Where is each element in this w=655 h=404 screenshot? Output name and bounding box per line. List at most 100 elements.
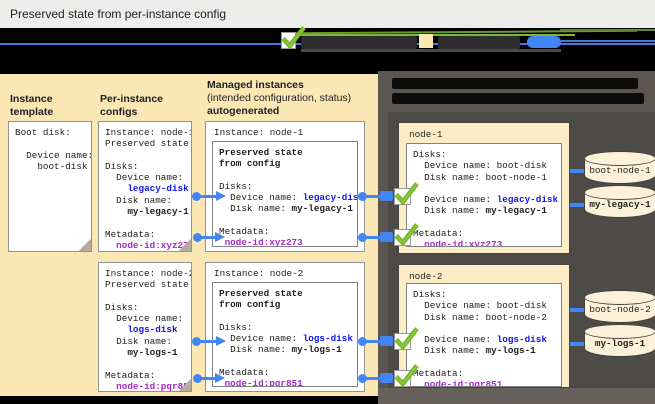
code-line — [413, 183, 561, 194]
arrowhead-icon — [216, 191, 226, 201]
disk-connector-line — [570, 169, 586, 173]
code-line: from config — [219, 299, 281, 311]
code-line — [413, 323, 561, 334]
column-header-label: autogenerated — [207, 105, 280, 117]
connector-line — [197, 377, 217, 380]
code-line: Disks: — [105, 160, 139, 172]
code-line: Metadata: — [105, 228, 156, 240]
code-line: Preserved state — [219, 288, 303, 299]
arrowhead-icon — [215, 232, 225, 242]
code-line: Metadata: — [413, 368, 464, 380]
code-line: node-id:xyz273 — [224, 237, 303, 247]
code-line — [105, 150, 191, 161]
code-line: Instance: node-1 — [105, 127, 192, 138]
checkmark-icon — [394, 182, 419, 206]
box-title: Instance: node-2 — [214, 268, 304, 279]
vm-panel-header-smear — [392, 93, 644, 104]
column-header-label: Per-instance configs — [100, 93, 164, 118]
legend-text-smear — [301, 36, 417, 49]
code-line: node-id:pqr851 — [224, 378, 303, 387]
code-line: Disk name: boot-node-1 — [413, 171, 547, 183]
column-header-managed-instances: Managed instances (intended configuratio… — [207, 79, 379, 118]
legend-text-smear — [438, 36, 520, 49]
code-line: my-logs-1 — [127, 347, 178, 359]
bottom-bar — [0, 396, 378, 404]
arrowhead-icon — [216, 336, 226, 346]
disk-connector-line — [570, 203, 586, 207]
checkmark-icon — [394, 327, 419, 351]
legend-band — [0, 26, 655, 74]
box-title: Instance: node-1 — [214, 127, 304, 138]
code-line: Disks: — [219, 321, 253, 333]
code-line: Preserved state — [105, 279, 189, 291]
legend-green-line — [292, 34, 575, 36]
code-line — [105, 358, 191, 369]
disk-label: my-legacy-1 — [589, 199, 651, 210]
code-line: Device name: — [105, 313, 184, 325]
connector-line — [196, 340, 218, 343]
code-line: Disks: — [413, 289, 447, 300]
disk-label: boot-node-1 — [589, 165, 651, 176]
vm-node2-box: node-2 Disks: Device name: boot-disk Dis… — [398, 264, 570, 388]
code-line: Disk name: boot-node-2 — [413, 311, 547, 323]
checkmark-icon — [394, 364, 419, 388]
code-line: Disks: — [219, 180, 253, 192]
connector-node — [380, 336, 393, 346]
box-title: node-1 — [409, 129, 443, 140]
code-line: Disk name: — [105, 335, 172, 347]
disk-cylinder-boot-node-2: boot-node-2 — [584, 290, 655, 323]
connector-line — [362, 377, 381, 380]
code-line: Device name: logs-disk — [413, 334, 547, 346]
code-line: Device name: — [105, 172, 184, 184]
code-line: Device name: logs-disk — [219, 333, 353, 345]
code-line — [219, 356, 357, 367]
code-line: Disk name: — [105, 194, 172, 206]
vm-node1-details: Disks: Device name: boot-disk Disk name:… — [406, 143, 562, 247]
code-line — [105, 217, 191, 228]
blue-arrow-icon — [527, 36, 561, 48]
code-line: Disk name: my-logs-1 — [413, 345, 536, 357]
code-line: Metadata: — [219, 226, 270, 238]
legend-green-line — [560, 29, 655, 31]
code-line — [219, 311, 357, 322]
checkmark-icon — [394, 223, 419, 247]
vm-panel-bottom-strip — [378, 388, 655, 404]
code-line — [105, 291, 191, 302]
legend-blue-line — [558, 40, 655, 42]
vm-node2-details: Disks: Device name: boot-disk Disk name:… — [406, 283, 562, 387]
title-bar: Preserved state from per-instance config — [0, 0, 655, 28]
connector-line — [362, 195, 381, 198]
code-line — [15, 138, 91, 149]
disk-connector-line — [570, 308, 586, 312]
code-line: Device name: legacy-disk — [413, 194, 559, 206]
code-line: Metadata: — [413, 228, 464, 240]
connector-node — [380, 373, 393, 383]
code-line: legacy-disk — [127, 183, 189, 195]
code-line: Preserved state — [105, 138, 189, 150]
disk-cylinder-boot-node-1: boot-node-1 — [584, 151, 655, 184]
disk-connector-line — [570, 342, 586, 346]
column-header-label: Managed instances — [207, 79, 304, 91]
legend-gray-line — [301, 49, 561, 52]
code-line: my-legacy-1 — [127, 206, 189, 218]
preserved-state-swatch — [419, 34, 433, 48]
disk-cylinder-my-logs-1: my-logs-1 — [584, 324, 655, 357]
code-line: Disks: — [413, 149, 447, 160]
code-line: node-id:xyz273 — [116, 239, 192, 251]
disk-cylinder-my-legacy-1: my-legacy-1 — [584, 185, 655, 218]
code-line: Device name: legacy-disk — [219, 192, 358, 204]
instance-template-box: Boot disk: Device name: boot-disk — [8, 121, 92, 252]
code-line — [219, 170, 357, 181]
code-line — [413, 357, 561, 368]
code-line: Disks: — [105, 301, 139, 313]
code-line: Metadata: — [219, 367, 270, 379]
checkmark-icon — [281, 26, 306, 50]
code-line: Boot disk: — [15, 127, 71, 138]
disk-label: my-logs-1 — [594, 338, 646, 349]
connector-line — [362, 340, 381, 343]
connector-line — [362, 236, 381, 239]
code-line: node-id:xyz273 — [424, 239, 503, 247]
